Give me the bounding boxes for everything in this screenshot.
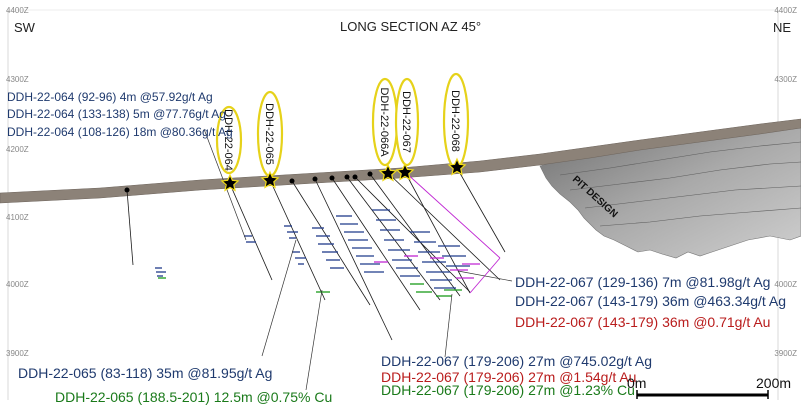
elevation-4400-left: 4400Z <box>6 6 29 15</box>
assay-ticks-ag <box>155 209 470 289</box>
scale-bar: 0m 200m <box>627 375 791 399</box>
elevation-4100-left: 4100Z <box>6 213 29 222</box>
trace-064 <box>229 183 273 281</box>
callout-067-2: DDH-22-067 (143-179) 36m @463.34g/t Ag <box>515 293 786 309</box>
scale-end-label: 200m <box>756 375 791 391</box>
elevation-4200-left: 4200Z <box>6 145 29 154</box>
scale-start-label: 0m <box>627 375 646 391</box>
collar-dot <box>344 174 350 180</box>
pit-bench-lines <box>559 141 801 227</box>
collar-dot <box>367 171 373 177</box>
trace-066a <box>387 172 501 281</box>
drill-hole-traces <box>126 167 506 341</box>
direction-ne: NE <box>773 20 791 35</box>
hole-label-text: DDH-22-065 <box>263 103 275 165</box>
star-icon <box>378 163 398 182</box>
trace-hole-a <box>126 189 134 266</box>
leader-065-ag <box>261 239 297 357</box>
elevation-labels-left: 4400Z 4300Z 4200Z 4100Z 4000Z 3900Z <box>6 6 29 358</box>
elevation-4400-right: 4400Z <box>774 6 797 15</box>
collar-stars <box>220 157 467 192</box>
callout-067-3: DDH-22-067 (143-179) 36m @0.71g/t Au <box>515 314 770 330</box>
elevation-3900-right: 3900Z <box>774 349 797 358</box>
callout-067-6: DDH-22-067 (179-206) 27m @1.23% Cu <box>381 382 635 398</box>
trace-hole-g <box>369 173 461 297</box>
leader-067-lower <box>444 293 453 358</box>
callout-064-2: DDH-22-064 (133-138) 5m @77.76g/t Ag <box>7 107 226 121</box>
elevation-4000-left: 4000Z <box>6 280 29 289</box>
assay-ticks-au <box>374 255 480 279</box>
trace-068 <box>456 167 506 253</box>
hole-label-text: DDH-22-067 <box>400 91 412 153</box>
callout-065-1: DDH-22-065 (83-118) 35m @81.95g/t Ag <box>18 365 272 381</box>
elevation-4300-right: 4300Z <box>774 75 797 84</box>
collar-dot <box>289 178 295 184</box>
hole-067-outline <box>404 171 501 294</box>
collar-dot <box>124 187 130 193</box>
hole-label-067: DDH-22-067 <box>394 77 420 167</box>
callout-067-5: DDH-22-067 (179-206) 27m @1.54g/t Au <box>381 369 636 385</box>
collar-dots <box>124 171 373 193</box>
trace-hole-f <box>354 176 471 293</box>
surface-topography <box>0 118 801 204</box>
collar-dot <box>329 175 335 181</box>
elevation-4000-right: 4000Z <box>774 280 797 289</box>
star-icon <box>220 173 240 192</box>
callout-067-1: DDH-22-067 (129-136) 7m @81.98g/t Ag <box>515 274 770 290</box>
callout-064-1: DDH-22-064 (92-96) 4m @57.92g/t Ag <box>7 90 213 104</box>
hole-label-064: DDH-22-064 <box>215 105 243 175</box>
star-icon <box>395 162 415 181</box>
direction-sw: SW <box>14 20 36 35</box>
star-icon <box>260 170 280 189</box>
leader-065-cu <box>305 289 323 391</box>
hole-label-065: DDH-22-065 <box>256 90 284 178</box>
trace-hole-c <box>314 178 393 341</box>
hole-label-text: DDH-22-064 <box>222 109 234 171</box>
star-icon <box>447 157 467 176</box>
trace-hole-d <box>331 177 421 311</box>
trace-hole-e <box>346 176 441 301</box>
trace-065 <box>269 179 326 301</box>
section-title: LONG SECTION AZ 45° <box>340 19 481 34</box>
hole-label-068: DDH-22-068 <box>442 72 470 170</box>
leader-067-upper <box>457 270 513 282</box>
callout-064-3: DDH-22-064 (108-126) 18m @80.36g/t Ag <box>7 125 233 139</box>
callout-067-4: DDH-22-067 (179-206) 27m @745.02g/t Ag <box>381 353 652 369</box>
elevation-3900-left: 3900Z <box>6 349 29 358</box>
trace-hole-b <box>291 180 371 306</box>
hole-label-066a: DDH-22-066A <box>371 77 399 167</box>
elevation-4300-left: 4300Z <box>6 75 29 84</box>
hole-label-text: DDH-22-068 <box>449 90 461 152</box>
trace-067 <box>404 171 471 294</box>
collar-dot <box>312 176 318 182</box>
collar-dot <box>352 174 358 180</box>
assay-ticks-cu <box>158 277 462 297</box>
hole-label-text: DDH-22-066A <box>378 87 390 157</box>
callout-065-2: DDH-22-065 (188.5-201) 12.5m @0.75% Cu <box>55 389 332 405</box>
